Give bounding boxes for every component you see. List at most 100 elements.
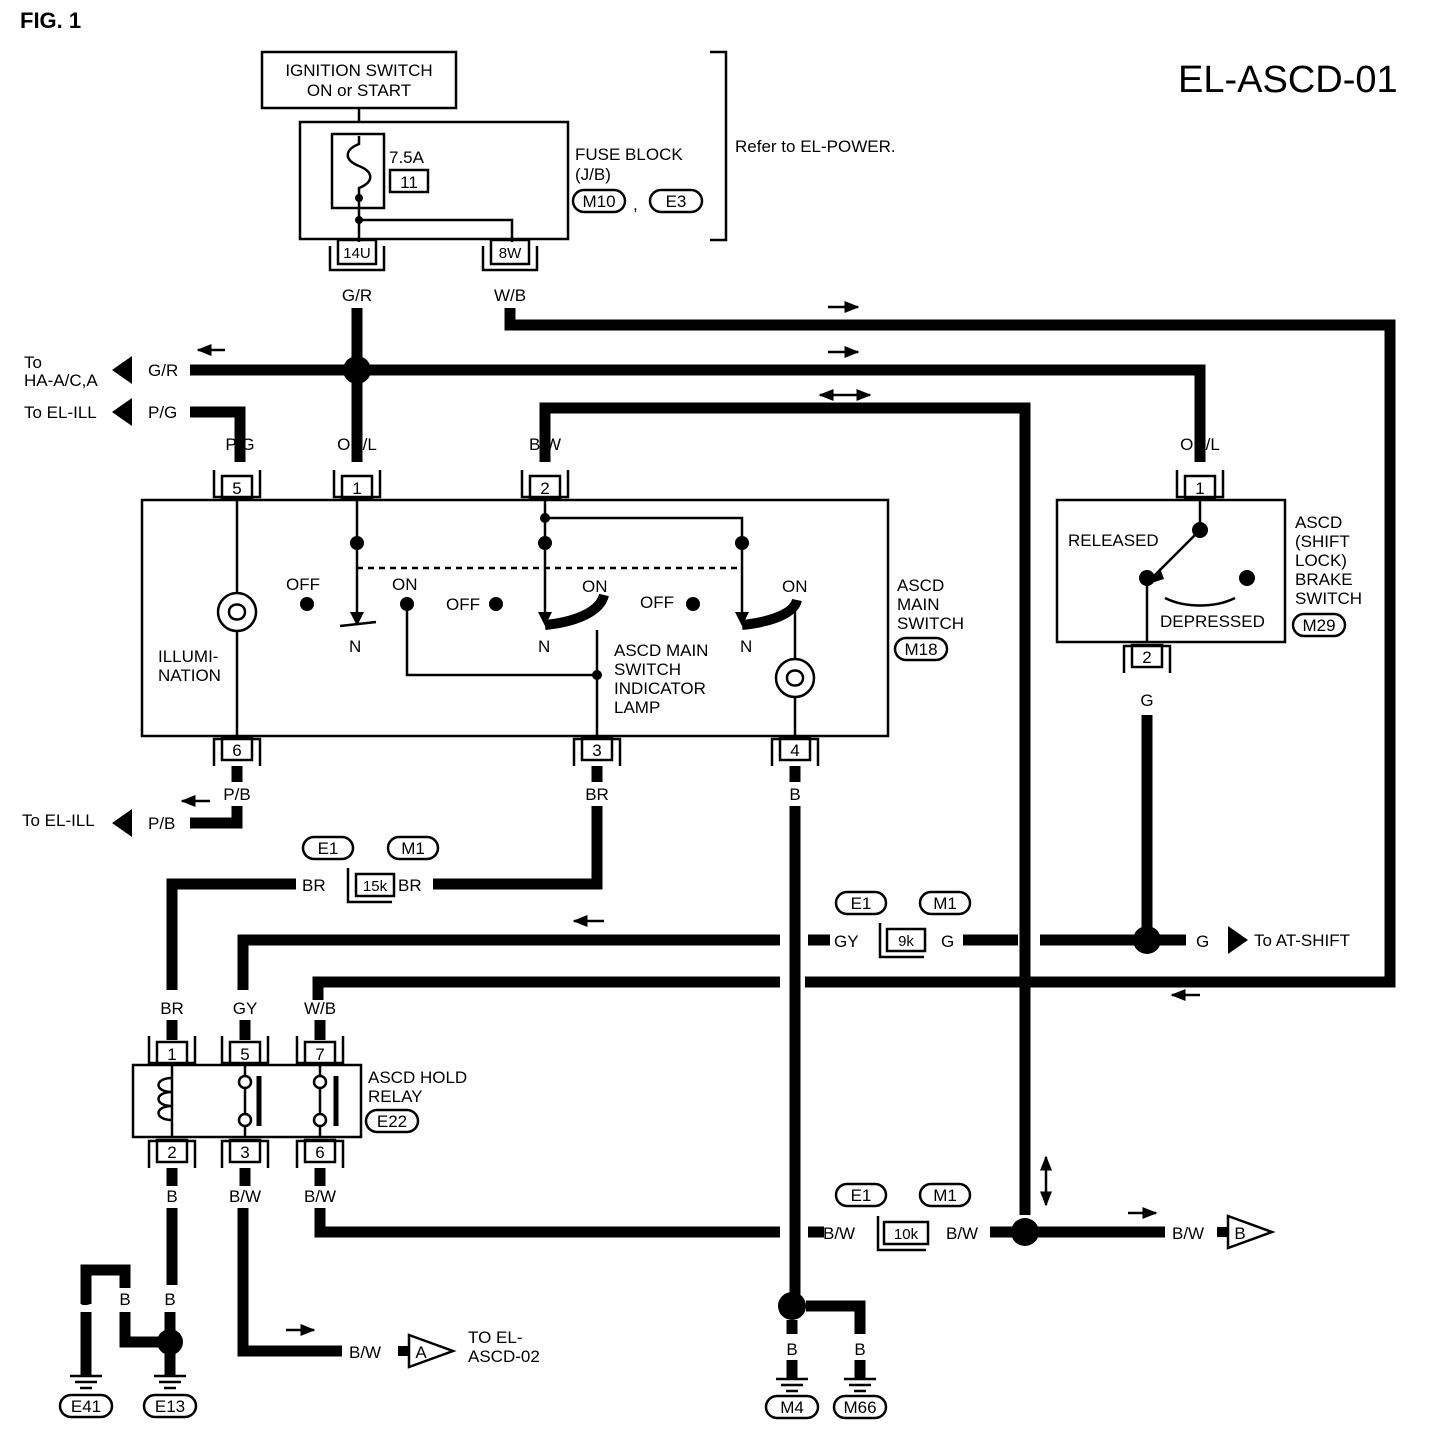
- relay-pin-6: 6: [315, 1143, 324, 1162]
- main-switch-pin-5: 5: [232, 479, 241, 498]
- wire-label-b-e13b: B: [164, 1290, 175, 1309]
- diagram-id: EL-ASCD-01: [1178, 59, 1398, 101]
- fuse-connector-sep: ,: [633, 195, 638, 214]
- switch3-n: N: [740, 637, 752, 656]
- splice-ground-e13: [157, 1329, 183, 1355]
- main-switch-pin-3: 3: [592, 741, 601, 760]
- wire-label-g-vert: G: [1140, 691, 1153, 710]
- wire-label-br-j2: BR: [398, 876, 422, 895]
- relay-pin-5: 5: [240, 1045, 249, 1064]
- terminal-14u: 14U: [343, 245, 371, 262]
- switch1-n: N: [349, 637, 361, 656]
- relay-pin-2: 2: [167, 1143, 176, 1162]
- wire-label-gy-j: GY: [834, 932, 859, 951]
- fuse-rating: 7.5A: [389, 148, 425, 167]
- brake-depressed: DEPRESSED: [1160, 612, 1265, 631]
- wire-label-b-e13a: B: [119, 1290, 130, 1309]
- main-switch-pin-1: 1: [352, 479, 361, 498]
- lamp-label-4: LAMP: [614, 698, 660, 717]
- main-switch-label-3: SWITCH: [897, 614, 964, 633]
- switch3-on: ON: [782, 577, 808, 596]
- dest-el-ascd02-1: TO EL-: [468, 1328, 522, 1347]
- dest-ha-ac-1: To: [24, 353, 42, 372]
- wire-label-gr-left: G/R: [148, 361, 178, 380]
- wire-label-bw-relay6: B/W: [304, 1187, 336, 1206]
- brake-label-4: BRAKE: [1295, 570, 1353, 589]
- ascd-main-switch: 5 1 2 ILLUMI- NATION OFF ON N: [140, 470, 964, 766]
- joint-e1-15k: E1: [318, 839, 339, 858]
- switch2-off: OFF: [446, 595, 480, 614]
- joint-m1-9k: M1: [933, 894, 957, 913]
- ascd-hold-relay: BR GY W/B 1 5 7 ASCD HOLD RELAY E22 2: [131, 999, 467, 1168]
- connector-b: B: [1234, 1224, 1245, 1243]
- wire-label-br-j1: BR: [302, 876, 326, 895]
- lamp-label-1: ASCD MAIN: [614, 641, 708, 660]
- fuse-block-label: FUSE BLOCK: [575, 145, 683, 164]
- refer-el-power: Refer to EL-POWER.: [735, 137, 896, 156]
- brake-label-2: (SHIFT: [1295, 532, 1350, 551]
- main-switch-pin-6: 6: [232, 741, 241, 760]
- brake-pin-1: 1: [1195, 479, 1204, 498]
- ground-symbol-e41: [70, 1374, 102, 1390]
- ground-m66: M66: [843, 1398, 876, 1417]
- lamp-label-2: SWITCH: [614, 660, 681, 679]
- relay-pin-3: 3: [240, 1143, 249, 1162]
- wire-label-gr-top: G/R: [342, 286, 372, 305]
- wire-label-bw-j1: B/W: [823, 1224, 855, 1243]
- brake-label-5: SWITCH: [1295, 589, 1362, 608]
- brake-label-1: ASCD: [1295, 513, 1342, 532]
- brake-pin-2: 2: [1142, 648, 1151, 667]
- wire-label-bw-a: B/W: [349, 1343, 381, 1362]
- ground-symbol-e13: [154, 1374, 186, 1390]
- main-switch-label-2: MAIN: [897, 595, 940, 614]
- ignition-label-2: ON or START: [307, 81, 411, 100]
- splice-bw: [1011, 1218, 1039, 1246]
- main-switch-label-1: ASCD: [897, 576, 944, 595]
- fuse-connector-m10: M10: [582, 192, 615, 211]
- wire-label-wb-relay: W/B: [304, 999, 336, 1018]
- joint-15k: 15k: [363, 878, 388, 895]
- figure-label: FIG. 1: [20, 8, 81, 33]
- main-switch-connector: M18: [904, 640, 937, 659]
- dest-el-ill-top: To EL-ILL: [24, 403, 97, 422]
- wire-label-b-m4: B: [789, 785, 800, 804]
- fuse-block-jb: (J/B): [575, 165, 611, 184]
- wire-label-br-relay: BR: [160, 999, 184, 1018]
- switch2-n: N: [538, 637, 550, 656]
- wire-label-b-m66: B: [854, 1340, 865, 1359]
- illumination-label-2: NATION: [158, 666, 221, 685]
- ground-e13: E13: [155, 1397, 185, 1416]
- illumination-label-1: ILLUMI-: [158, 647, 218, 666]
- ground-e41: E41: [71, 1397, 101, 1416]
- wire-label-bw-relay3: B/W: [229, 1187, 261, 1206]
- dest-at-shift: To AT-SHIFT: [1254, 931, 1350, 950]
- brake-connector: M29: [1302, 616, 1335, 635]
- joint-e1-10k: E1: [851, 1186, 872, 1205]
- relay-connector: E22: [377, 1112, 407, 1131]
- lamp-label-3: INDICATOR: [614, 679, 706, 698]
- relay-label-1: ASCD HOLD: [368, 1068, 467, 1087]
- wire-label-b-e41: B: [80, 1290, 91, 1309]
- joint-e1-9k: E1: [851, 894, 872, 913]
- splice-g: [1133, 926, 1161, 954]
- terminal-8w: 8W: [499, 245, 522, 262]
- brake-label-3: LOCK): [1295, 551, 1347, 570]
- ground-m4: M4: [780, 1398, 804, 1417]
- wire-label-wb-top: W/B: [494, 286, 526, 305]
- wire-label-bw-j2: B/W: [946, 1224, 978, 1243]
- fuse-block: 7.5A 11 FUSE BLOCK (J/B) M10 , E3 14U 8W: [298, 120, 704, 272]
- switch2-on: ON: [582, 577, 608, 596]
- ground-symbol-m4: [776, 1377, 808, 1393]
- wire-label-gy-relay: GY: [233, 999, 258, 1018]
- ignition-switch: IGNITION SWITCH ON or START: [260, 50, 458, 110]
- splice-ground-m4: [778, 1292, 806, 1320]
- relay-pin-7: 7: [315, 1045, 324, 1064]
- wire-label-br-top: BR: [585, 785, 609, 804]
- ignition-label-1: IGNITION SWITCH: [285, 61, 432, 80]
- dest-ha-ac-2: HA-A/C,A: [24, 371, 98, 390]
- main-switch-pin-2: 2: [540, 479, 549, 498]
- brake-released: RELEASED: [1068, 531, 1159, 550]
- fuse-connector-e3: E3: [666, 192, 687, 211]
- wire-label-b-m4b: B: [786, 1340, 797, 1359]
